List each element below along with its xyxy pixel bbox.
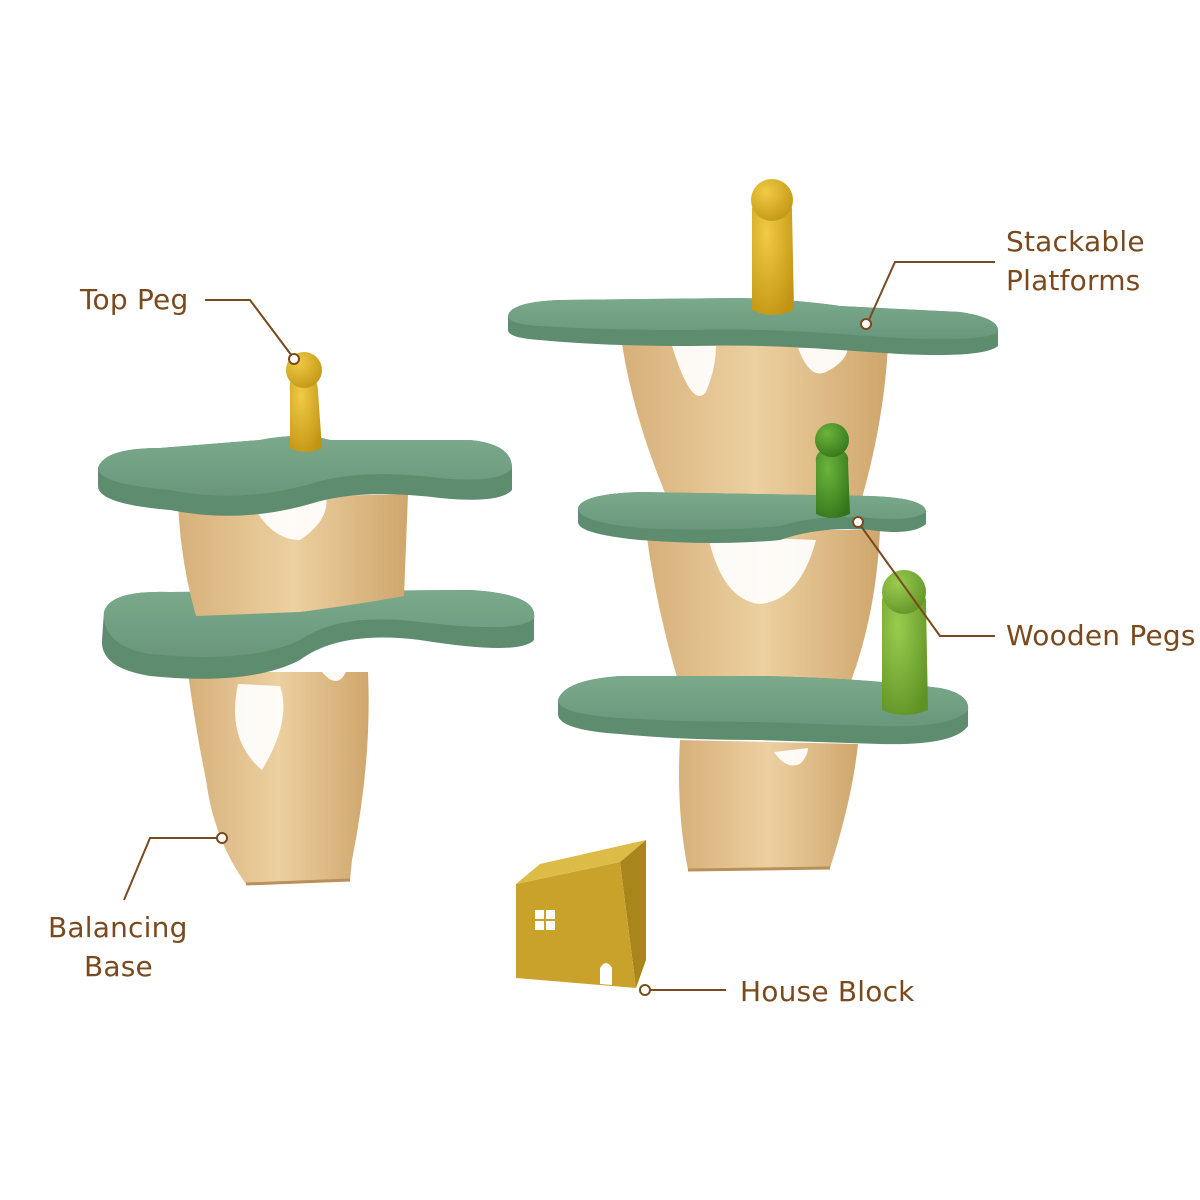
label-stackable-platforms: Stackable Platforms [1006, 222, 1145, 300]
leader-lines [123, 261, 995, 991]
right-dark-green-peg [815, 423, 850, 518]
right-bottom-platform [558, 676, 969, 745]
label-top-peg-line1: Top Peg [80, 283, 189, 316]
label-balancing-base-line1: Balancing [48, 911, 188, 944]
house-door-icon [600, 963, 612, 985]
label-balancing-base-line2: Base [84, 950, 153, 983]
label-house-block: House Block [740, 972, 915, 1011]
label-top-peg: Top Peg [80, 280, 188, 319]
label-stackable-platforms-line1: Stackable [1006, 225, 1145, 258]
house-block [516, 840, 646, 988]
label-balancing-base: Balancing Base [48, 908, 188, 986]
house-window-icon [535, 910, 555, 930]
left-upper-platform [98, 436, 512, 516]
right-light-green-peg [881, 570, 928, 715]
label-stackable-platforms-line2: Platforms [1006, 264, 1141, 297]
top-peg [286, 352, 322, 452]
leader-wooden-pegs [857, 521, 995, 637]
leader-top-peg [205, 299, 293, 357]
leader-balancing-base [123, 837, 220, 901]
label-wooden-pegs: Wooden Pegs [1006, 616, 1196, 655]
leader-stackable-platforms [867, 261, 995, 323]
label-wooden-pegs-line1: Wooden Pegs [1006, 619, 1196, 652]
right-bottom-trunk [679, 740, 858, 872]
label-house-block-line1: House Block [740, 975, 915, 1008]
left-base-trunk [188, 660, 369, 886]
right-middle-trunk [646, 530, 880, 694]
right-top-peg [751, 179, 794, 315]
leader-dots [216, 318, 872, 996]
right-top-platform [508, 298, 999, 355]
